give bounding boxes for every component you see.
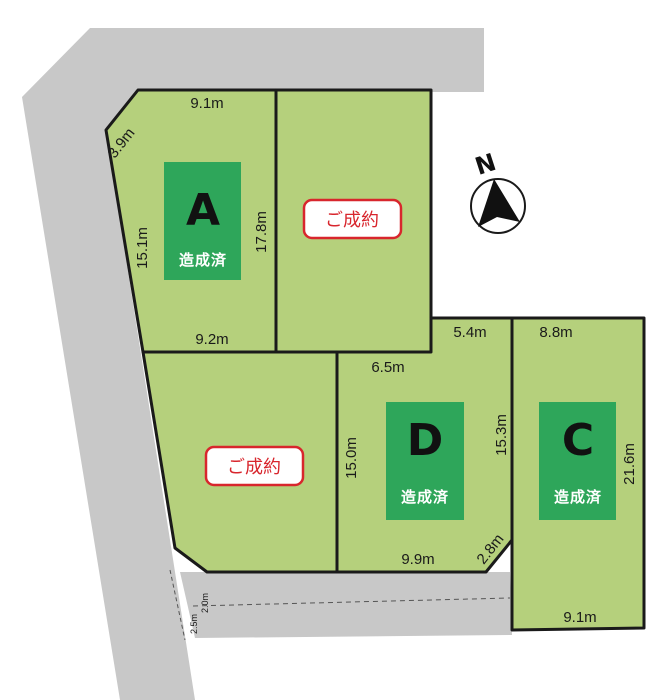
lot-c-dim-top: 8.8m: [539, 324, 572, 341]
lot-a-badge[interactable]: [164, 162, 241, 280]
lot-d-dim-right: 15.3m: [493, 414, 510, 456]
lot-c-letter: C: [562, 415, 594, 466]
lot-d-dim-top: 6.5m: [371, 359, 404, 376]
lot-b-sold-label: ご成約: [325, 210, 379, 231]
lot-d-dim-left: 15.0m: [343, 437, 360, 479]
lot-a-dim-top: 9.1m: [190, 95, 223, 112]
north-arrow-icon: N: [470, 148, 526, 234]
lot-a-dim-bottom: 9.2m: [195, 331, 228, 348]
lot-d-status: 造成済: [401, 488, 449, 506]
lot-c-status: 造成済: [554, 488, 602, 506]
lot-c-dim-right: 21.6m: [621, 443, 638, 485]
lot-b-sold-badge[interactable]: [302, 198, 403, 240]
lot-d-dim-top-right: 5.4m: [453, 324, 486, 341]
lot-a-letter: A: [186, 185, 220, 236]
road-dashed-edge: [169, 569, 186, 641]
lot-a-dim-right: 17.8m: [253, 211, 270, 253]
lot-a-status: 造成済: [179, 251, 227, 269]
north-letter: N: [472, 148, 500, 181]
lot-a-dim-left: 15.1m: [134, 227, 151, 269]
lot-d-badge[interactable]: [386, 402, 464, 520]
road-width-label-a: 2.5m: [189, 614, 199, 634]
lot-c-badge[interactable]: [539, 402, 616, 520]
road-lower: [180, 572, 512, 638]
road-main: [22, 28, 484, 700]
lot-d-letter: D: [407, 415, 444, 466]
lot-e-sold-label: ご成約: [227, 457, 281, 478]
lot-d-dim-bottom: 9.9m: [401, 551, 434, 568]
lot-c-dim-bottom: 9.1m: [563, 609, 596, 626]
road-width-label-b: 2.0m: [200, 593, 210, 613]
lot-e-sold-badge[interactable]: [204, 445, 305, 487]
road-dashed-line: [192, 597, 511, 607]
